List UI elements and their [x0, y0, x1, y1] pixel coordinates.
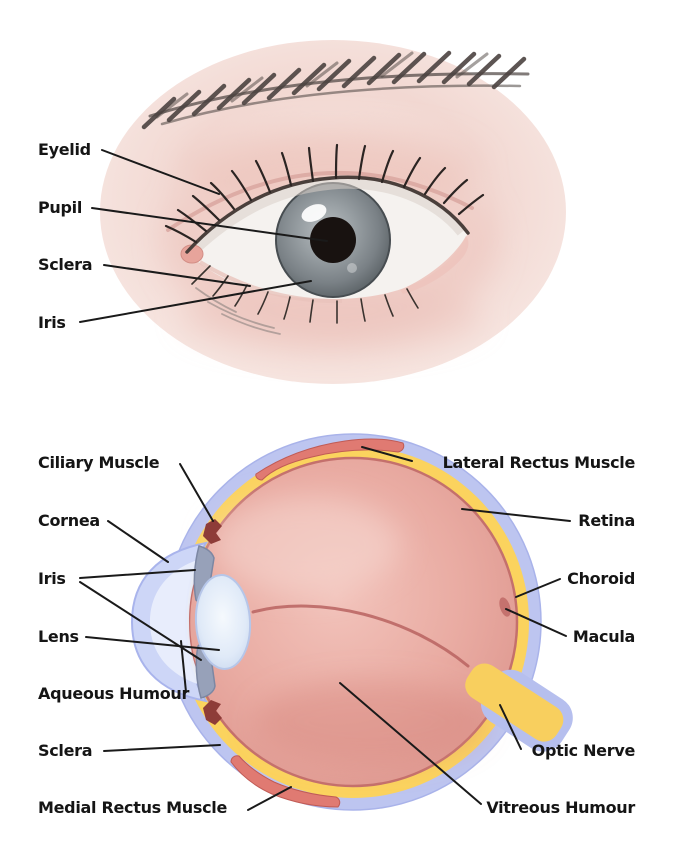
- leader-line-lens: [85, 636, 220, 651]
- ciliary-muscle-upper-graphic: [203, 519, 222, 544]
- leader-line-choroid: [515, 578, 561, 598]
- macula-graphic: [499, 597, 511, 617]
- leader-line-sclera-external: [103, 264, 251, 287]
- eye-highlight-small: [347, 263, 357, 273]
- label-aqueous-humour: Aqueous Humour: [38, 684, 190, 703]
- eye-highlight: [301, 204, 327, 222]
- label-ciliary-muscle: Ciliary Muscle: [38, 453, 160, 472]
- label-cornea: Cornea: [38, 511, 100, 530]
- upper-lid-edge-graphic: [185, 175, 470, 254]
- leader-line-eyelid: [101, 149, 220, 195]
- leader-line-macula: [505, 608, 567, 637]
- pupil-graphic: [310, 217, 356, 263]
- eyebrow-graphic: [141, 50, 530, 130]
- label-vitreous-humour: Vitreous Humour: [486, 798, 635, 817]
- leader-line-medial-rectus: [247, 786, 292, 811]
- leader-lines: [79, 149, 571, 811]
- under-eye-sketch-lines: [195, 287, 281, 335]
- leader-line-iris-upper: [79, 569, 196, 579]
- external-eye-illustration: [100, 40, 566, 384]
- leader-line-pupil: [91, 207, 328, 242]
- lower-lid-band-graphic: [400, 236, 469, 294]
- leader-line-retina: [461, 508, 571, 522]
- leader-line-ciliary-muscle: [179, 463, 214, 522]
- label-lens: Lens: [38, 627, 79, 646]
- upper-lid-shadow: [191, 177, 467, 254]
- lower-eyelashes-graphic: [191, 265, 419, 324]
- lens-graphic: [194, 574, 252, 670]
- label-lateral-rectus-muscle: Lateral Rectus Muscle: [442, 453, 636, 472]
- optic-nerve-graphic: [465, 663, 573, 752]
- label-medial-rectus-muscle: Medial Rectus Muscle: [38, 798, 228, 817]
- ciliary-muscle-lower-graphic: [203, 700, 222, 725]
- label-iris-section: Iris: [38, 569, 66, 588]
- leader-line-optic-nerve: [499, 704, 522, 750]
- label-iris-external: Iris: [38, 313, 66, 332]
- medial-rectus-muscle-graphic: [230, 755, 341, 808]
- leader-line-iris-external: [79, 280, 312, 323]
- leader-line-vitreous-humour: [339, 682, 482, 805]
- leader-line-cornea: [107, 520, 169, 563]
- label-macula: Macula: [572, 627, 635, 646]
- label-optic-nerve: Optic Nerve: [531, 741, 636, 760]
- label-retina: Retina: [578, 511, 635, 530]
- leader-line-aqueous-humour: [180, 640, 187, 693]
- label-choroid: Choroid: [567, 569, 635, 588]
- label-eyelid: Eyelid: [38, 140, 91, 159]
- label-sclera-external: Sclera: [38, 255, 93, 274]
- leader-line-sclera-section: [103, 744, 221, 752]
- leader-line-lateral-rectus: [361, 446, 413, 462]
- upper-eyelashes-graphic: [164, 143, 485, 244]
- label-pupil: Pupil: [38, 198, 83, 217]
- eye-cross-section-illustration: [130, 433, 573, 811]
- hyaloid-canal-graphic: [251, 604, 470, 668]
- interior-shading: [210, 497, 485, 764]
- eyelid-crease-graphic: [166, 170, 474, 232]
- lower-waterline-graphic: [198, 260, 343, 304]
- label-sclera-section: Sclera: [38, 741, 93, 760]
